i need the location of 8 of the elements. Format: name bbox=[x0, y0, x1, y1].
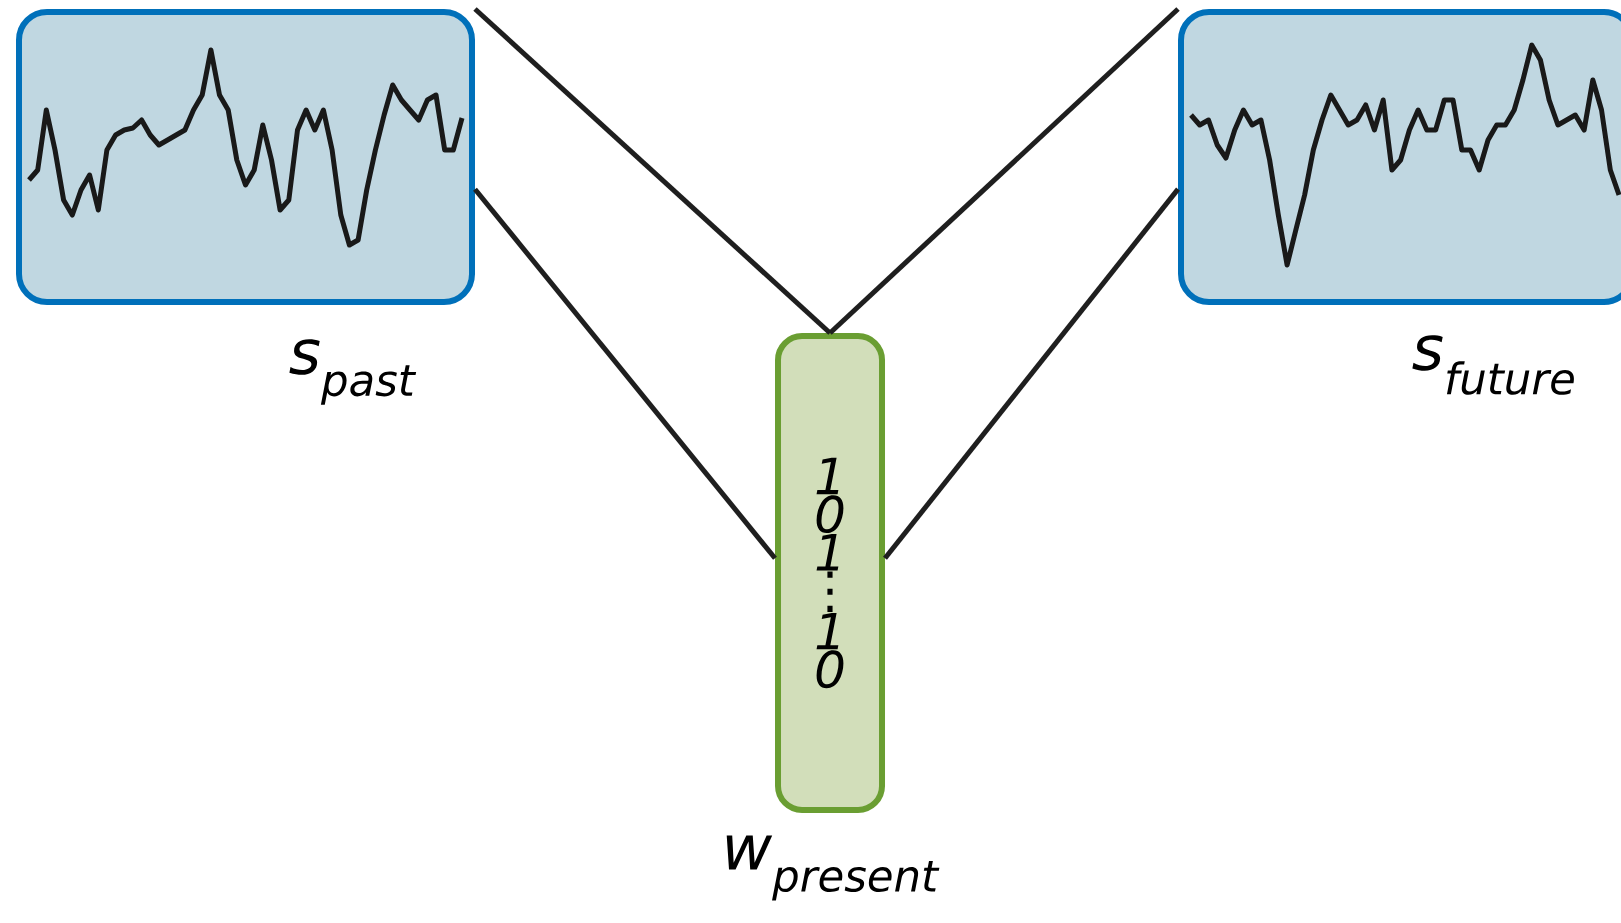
binary-sequence: 1 0 1 ⋮ 1 0 bbox=[816, 457, 844, 689]
connector-line bbox=[473, 187, 777, 560]
signal-label: s$_{future}$ bbox=[1412, 335, 1574, 395]
connector-line bbox=[828, 7, 1180, 335]
signal-label: w$_{present}$ bbox=[726, 835, 940, 901]
connector-line bbox=[473, 7, 832, 335]
connector-line bbox=[883, 187, 1180, 560]
signal-label: s$_{past}$ bbox=[289, 339, 417, 405]
